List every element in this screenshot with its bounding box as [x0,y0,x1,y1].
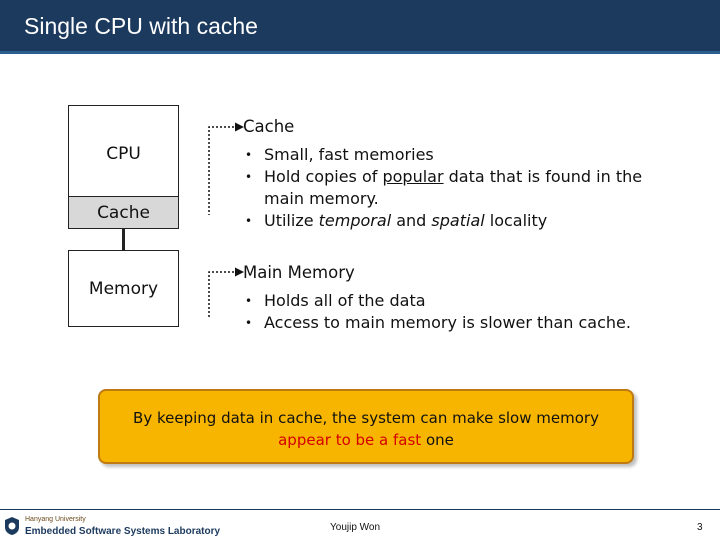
title-bar: Single CPU with cache [0,0,720,54]
bullet-text: locality [484,211,548,230]
callout-text: one [421,431,454,449]
footer-university: Hanyang University [25,516,86,523]
bullet-item: Utilize temporal and spatial locality [243,210,663,232]
bullet-item: Access to main memory is slower than cac… [243,312,693,334]
cache-bracket-arrow [208,122,244,215]
cache-label: Cache [97,203,150,223]
university-logo-icon [5,517,19,535]
memory-block: Memory [68,250,179,327]
bullet-text: Access to main memory is slower than cac… [264,313,631,332]
memory-label: Memory [88,279,159,299]
bullet-item: Holds all of the data [243,290,693,312]
bullet-text: data that is found in the main memory. [264,167,643,208]
memory-bracket-arrow [208,267,244,319]
cache-block: Cache [68,196,179,229]
footer-divider [0,509,720,510]
callout-box: By keeping data in cache, the system can… [98,389,634,464]
cpu-label: CPU [106,144,141,164]
bullet-text: Hold copies of [264,167,383,186]
footer-author: Youjip Won [330,522,381,533]
bullet-text: and [391,211,432,230]
memory-description: Main Memory Holds all of the data Access… [243,262,693,334]
slide-title: Single CPU with cache [24,13,258,39]
callout-highlight: appear to be a fast [278,431,422,449]
bus-connector [122,229,125,251]
bullet-text: Utilize [264,211,319,230]
callout-line-1: By keeping data in cache, the system can… [133,409,599,427]
italic-word: spatial [431,211,485,230]
bullet-item: Hold copies of popular data that is foun… [243,166,663,210]
bullet-text: Small, fast memories [264,145,434,164]
bullet-item: Small, fast memories [243,144,663,166]
cache-description: Cache Small, fast memories Hold copies o… [243,116,663,232]
bullet-text: Holds all of the data [264,291,426,310]
cache-desc-title: Cache [243,117,295,136]
italic-word: temporal [318,211,392,230]
memory-desc-title: Main Memory [243,263,355,282]
underlined-word: popular [382,167,444,186]
callout-line-2: appear to be a fast one [100,429,632,451]
page-number: 3 [697,522,703,533]
footer-lab: Embedded Software Systems Laboratory [25,526,221,537]
